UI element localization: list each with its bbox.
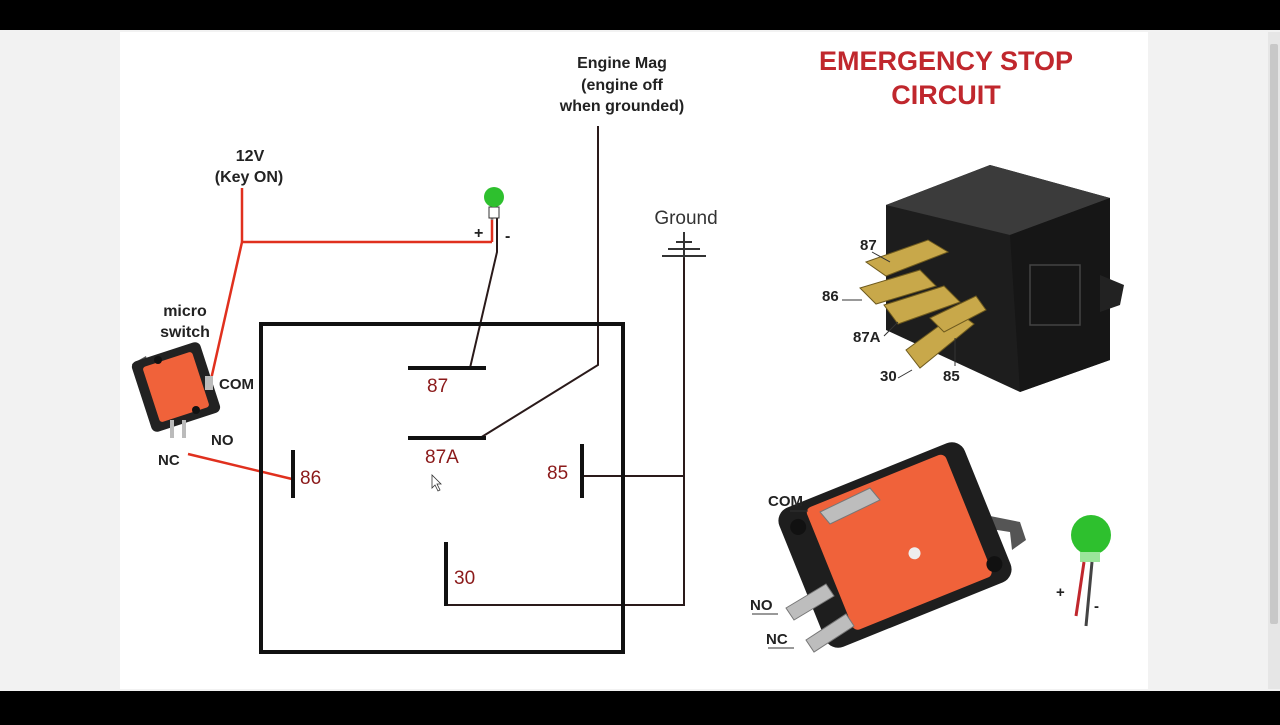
switch-com-label: COM bbox=[219, 376, 254, 393]
photo-switch-nc-label: NC bbox=[766, 631, 788, 648]
led-minus-label: - bbox=[505, 228, 510, 245]
engine-mag-label-3: when grounded) bbox=[559, 98, 684, 115]
supply-wire-to-com bbox=[208, 241, 244, 385]
pin-85-label: 85 bbox=[547, 463, 568, 484]
photo-pin-86-label: 86 bbox=[822, 288, 839, 305]
engine-mag-label-2: (engine off bbox=[581, 77, 663, 94]
photo-pin-85-label: 85 bbox=[943, 368, 960, 385]
ground-label: Ground bbox=[654, 208, 717, 229]
engine-mag-label-1: Engine Mag bbox=[577, 55, 667, 72]
photo-switch-no-label: NO bbox=[750, 597, 773, 614]
photo-pin-87a-label: 87A bbox=[853, 329, 881, 346]
terminal-85 bbox=[929, 295, 987, 333]
led-photo-icon bbox=[1071, 515, 1111, 627]
relay-photo-icon bbox=[859, 165, 1124, 392]
terminal-87 bbox=[864, 239, 950, 277]
photo-pin-87-label: 87 bbox=[860, 237, 877, 254]
engine-mag-to-87a-wire bbox=[479, 126, 599, 439]
nc-to-86-wire bbox=[187, 452, 293, 481]
title-line-1: EMERGENCY STOP bbox=[819, 46, 1073, 76]
led-bulb-icon bbox=[484, 187, 504, 207]
schematic-led bbox=[484, 187, 504, 220]
terminal-87a bbox=[883, 285, 961, 325]
switch-nc-label: NC bbox=[158, 452, 180, 469]
pin-87a-label: 87A bbox=[425, 447, 459, 468]
photo-pin-30-label: 30 bbox=[880, 368, 897, 385]
red-wires bbox=[187, 188, 494, 481]
photo-switch-com-label: COM bbox=[768, 493, 803, 510]
terminal-86 bbox=[859, 269, 937, 305]
pin-87-label: 87 bbox=[427, 376, 448, 397]
pin-30-label: 30 bbox=[454, 568, 475, 589]
supply-label-key: (Key ON) bbox=[215, 169, 283, 186]
supply-label-voltage: 12V bbox=[236, 148, 265, 165]
scrollbar-thumb[interactable] bbox=[1270, 44, 1278, 624]
led-to-87-wire bbox=[469, 218, 498, 369]
photo-led-plus-label: + bbox=[1056, 584, 1065, 601]
relay-contacts bbox=[291, 366, 584, 606]
photo-led-minus-label: - bbox=[1094, 598, 1099, 615]
ground-to-30-wire bbox=[446, 258, 685, 606]
led-plus-label: + bbox=[474, 225, 483, 242]
schematic-micro-switch-icon bbox=[131, 342, 221, 438]
micro-switch-label-1: micro bbox=[163, 303, 207, 320]
relay-box bbox=[259, 322, 625, 654]
title-line-2: CIRCUIT bbox=[891, 80, 1001, 110]
dark-wires bbox=[446, 126, 685, 606]
ground-symbol bbox=[662, 232, 706, 258]
pin-86-label: 86 bbox=[300, 468, 321, 489]
mouse-cursor-icon bbox=[431, 474, 442, 492]
switch-no-label: NO bbox=[211, 432, 234, 449]
micro-switch-photo-icon bbox=[778, 442, 1026, 653]
micro-switch-label-2: switch bbox=[160, 324, 210, 341]
